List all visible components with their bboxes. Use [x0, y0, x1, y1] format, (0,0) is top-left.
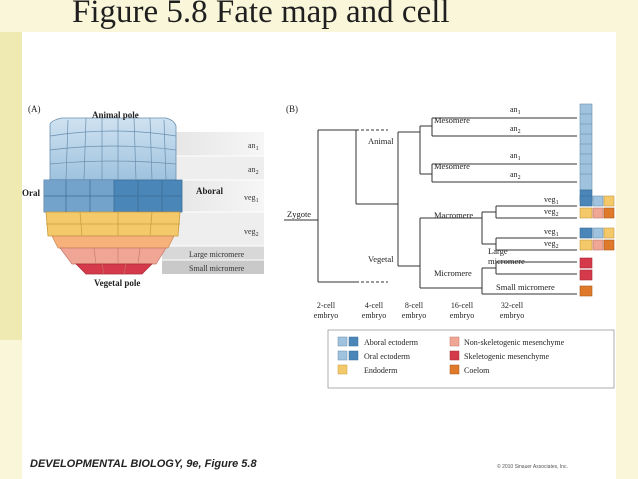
micromere-label: Micromere	[434, 268, 472, 278]
leaf-label-an2-b: an2	[510, 170, 521, 181]
tier-label-an1: an1	[248, 141, 259, 152]
panel-b-label: (B)	[286, 104, 298, 114]
legend-oral-ectoderm: Oral ectoderm	[364, 352, 411, 361]
leaf-label-veg1-b: veg1	[544, 227, 559, 238]
fate-map-diagram: (A)	[22, 103, 615, 389]
leaf-label-an1-b: an1	[510, 151, 521, 162]
tier-label-veg2: veg2	[244, 227, 259, 238]
stage-16cell-2: embryo	[450, 311, 474, 320]
stage-32cell-2: embryo	[500, 311, 524, 320]
legend-aboral-ectoderm: Aboral ectoderm	[364, 338, 419, 347]
legend-non-skeletogenic: Non-skeletogenic mesenchyme	[464, 338, 565, 347]
animal-pole-label: Animal pole	[92, 110, 139, 120]
legend-endoderm: Endoderm	[364, 366, 398, 375]
leaf-label-veg2-b: veg2	[544, 239, 559, 250]
zygote-label: Zygote	[287, 209, 311, 219]
tier-label-an2: an2	[248, 165, 259, 176]
mesomere-label-1: Mesomere	[434, 115, 470, 125]
panel-a-label: (A)	[28, 104, 41, 114]
slide-title: Figure 5.8 Fate map and cell	[72, 0, 450, 30]
large-micromere-label-b-1: Large	[488, 246, 508, 256]
slide-accent-bar	[0, 32, 22, 340]
stage-8cell-1: 8-cell	[405, 301, 424, 310]
large-micromere-label-b-2: micromere	[488, 256, 525, 266]
legend: Aboral ectoderm Oral ectoderm Endoderm N…	[327, 329, 615, 389]
stage-8cell-2: embryo	[402, 311, 426, 320]
stage-16cell-1: 16-cell	[451, 301, 474, 310]
oral-label: Oral	[22, 188, 40, 198]
macromere-label: Macromere	[434, 210, 473, 220]
stage-4cell-2: embryo	[362, 311, 386, 320]
stage-4cell-1: 4-cell	[365, 301, 384, 310]
leaf-label-an1-a: an1	[510, 105, 521, 116]
leaf-label-an2-a: an2	[510, 124, 521, 135]
aboral-label: Aboral	[196, 186, 223, 196]
figure-panel: (A)	[22, 32, 616, 479]
footer-citation: DEVELOPMENTAL BIOLOGY, 9e, Figure 5.8	[30, 458, 257, 470]
tier-bands	[162, 132, 264, 274]
animal-node-label: Animal	[368, 136, 394, 146]
embryo-illustration	[43, 117, 183, 275]
small-micromere-label-a: Small micromere	[189, 264, 245, 273]
leaf-label-veg1-a: veg1	[544, 195, 559, 206]
large-micromere-label-a: Large micromere	[189, 250, 245, 259]
footer-copyright: © 2010 Sinauer Associates, Inc.	[497, 464, 568, 470]
small-micromere-label-b: Small micromere	[496, 282, 555, 292]
stage-2cell-2: embryo	[314, 311, 338, 320]
vegetal-node-label: Vegetal	[368, 254, 394, 264]
leaf-label-veg2-a: veg2	[544, 207, 559, 218]
stage-2cell-1: 2-cell	[317, 301, 336, 310]
lineage-tree	[284, 117, 577, 295]
legend-coelom: Coelom	[464, 366, 490, 375]
fate-boxes	[579, 103, 615, 297]
vegetal-pole-label: Vegetal pole	[94, 278, 140, 288]
tier-label-veg1: veg1	[244, 193, 259, 204]
mesomere-label-2: Mesomere	[434, 161, 470, 171]
legend-skeletogenic: Skeletogenic mesenchyme	[464, 352, 550, 361]
stage-32cell-1: 32-cell	[501, 301, 524, 310]
